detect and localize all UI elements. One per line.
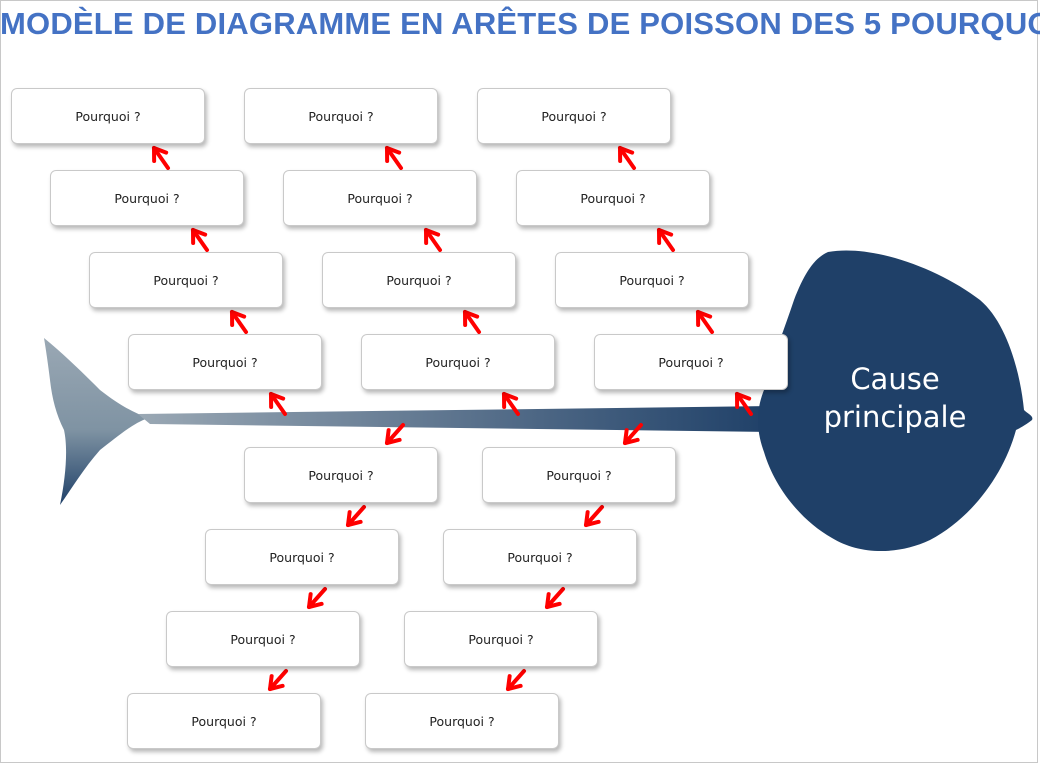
arrow-lower-2-3 [545, 587, 565, 609]
arrow-upper-3-4 [618, 146, 636, 170]
fish-head [758, 250, 1033, 552]
arrow-upper-2-3 [424, 228, 442, 252]
arrow-upper-2-2 [463, 310, 481, 334]
arrow-lower-1-1 [385, 423, 405, 445]
why-box-lower-2-1: Pourquoi ? [482, 447, 676, 503]
arrow-upper-1-2 [230, 310, 248, 334]
fish-spine [138, 406, 772, 432]
why-box-upper-2-4: Pourquoi ? [244, 88, 438, 144]
arrow-upper-2-1 [502, 392, 520, 416]
why-box-lower-2-2: Pourquoi ? [443, 529, 637, 585]
why-box-upper-2-3: Pourquoi ? [283, 170, 477, 226]
why-box-lower-2-4: Pourquoi ? [365, 693, 559, 749]
arrow-lower-1-4 [268, 669, 288, 691]
arrow-upper-2-4 [385, 146, 403, 170]
why-box-upper-2-2: Pourquoi ? [322, 252, 516, 308]
arrow-upper-1-4 [152, 146, 170, 170]
arrow-lower-1-2 [346, 505, 366, 527]
why-box-upper-3-2: Pourquoi ? [555, 252, 749, 308]
arrow-upper-3-3 [657, 228, 675, 252]
main-cause-label: Cause principale [800, 360, 990, 436]
arrow-upper-1-3 [191, 228, 209, 252]
arrow-lower-2-2 [584, 505, 604, 527]
why-box-lower-1-2: Pourquoi ? [205, 529, 399, 585]
arrow-upper-1-1 [269, 392, 287, 416]
why-box-lower-1-4: Pourquoi ? [127, 693, 321, 749]
why-box-upper-1-4: Pourquoi ? [11, 88, 205, 144]
arrow-lower-2-4 [506, 669, 526, 691]
arrow-lower-2-1 [623, 423, 643, 445]
why-box-upper-1-2: Pourquoi ? [89, 252, 283, 308]
why-box-upper-3-3: Pourquoi ? [516, 170, 710, 226]
page-title: MODÈLE DE DIAGRAMME EN ARÊTES DE POISSON… [0, 6, 1040, 41]
arrow-upper-3-1 [735, 392, 753, 416]
main-cause-line1: Cause [850, 362, 940, 396]
main-cause-line2: principale [823, 400, 967, 434]
arrow-layer [152, 146, 753, 691]
fish-tail [44, 338, 148, 505]
why-box-upper-1-3: Pourquoi ? [50, 170, 244, 226]
why-box-upper-3-4: Pourquoi ? [477, 88, 671, 144]
why-box-lower-1-3: Pourquoi ? [166, 611, 360, 667]
why-box-lower-2-3: Pourquoi ? [404, 611, 598, 667]
arrow-lower-1-3 [307, 587, 327, 609]
why-box-upper-1-1: Pourquoi ? [128, 334, 322, 390]
why-box-lower-1-1: Pourquoi ? [244, 447, 438, 503]
why-box-upper-3-1: Pourquoi ? [594, 334, 788, 390]
arrow-upper-3-2 [696, 310, 714, 334]
why-box-upper-2-1: Pourquoi ? [361, 334, 555, 390]
